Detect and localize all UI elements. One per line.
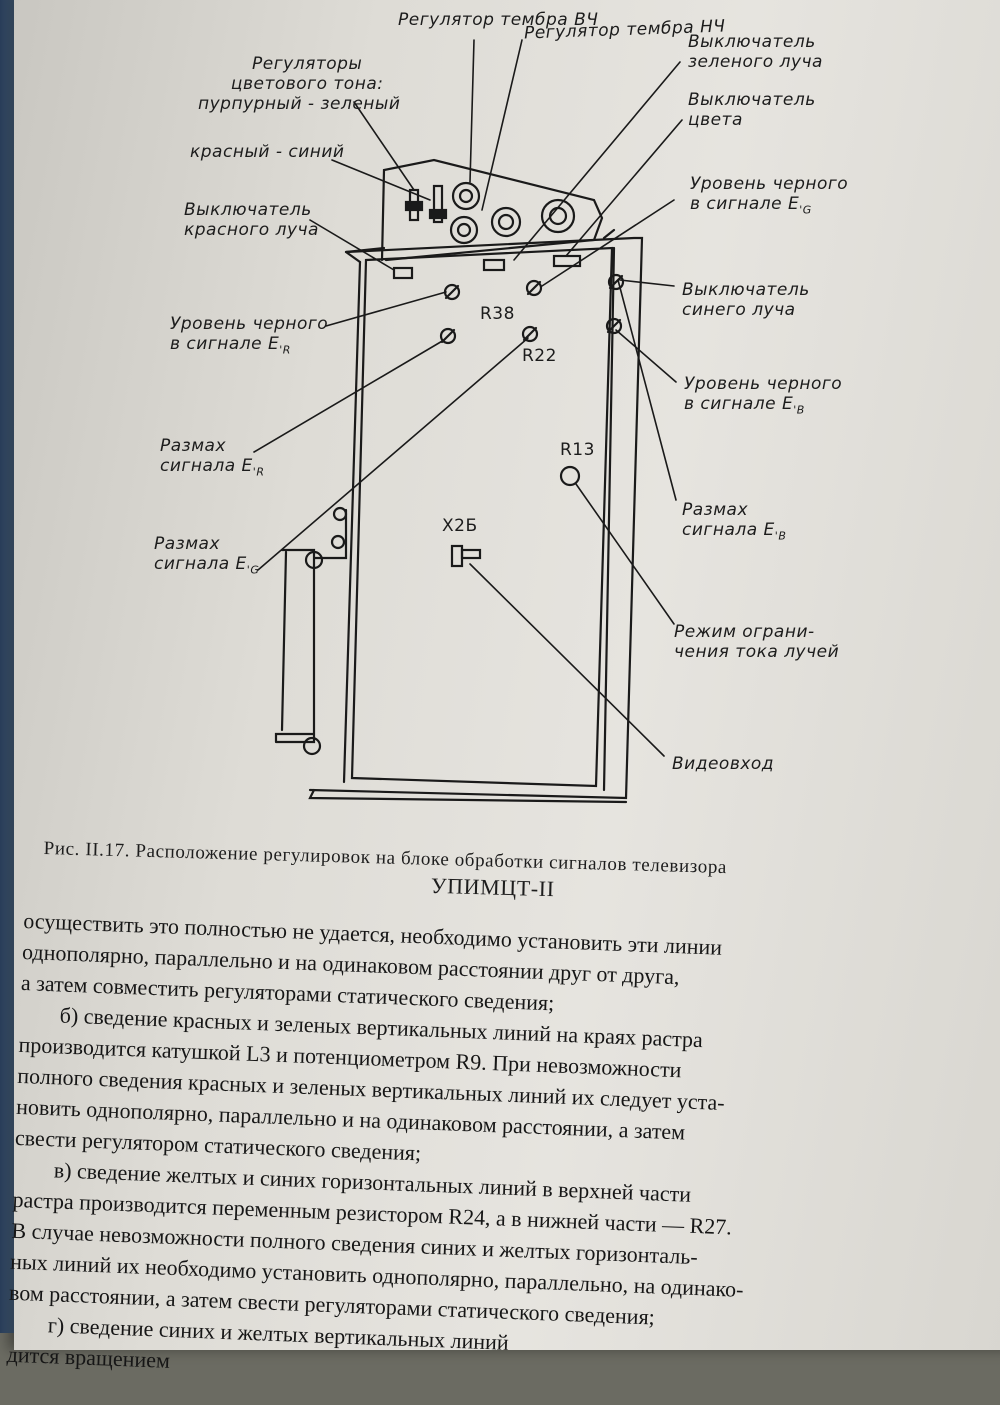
label-swing-r: Размах сигнала E'R — [160, 436, 265, 479]
label-swing-b: Размах сигнала E'B — [682, 500, 787, 543]
label-blue-beam: Выключатель синего луча — [682, 280, 810, 320]
label-red-beam: Выключатель красного луча — [184, 200, 319, 240]
label-current-limit: Режим ограни- чения тока лучей — [674, 622, 840, 662]
label-red-blue: красный - синий — [190, 142, 345, 162]
label-color-switch: Выключатель цвета — [688, 90, 816, 130]
pot-black-b — [605, 317, 623, 335]
label-video-in: Видеовход — [672, 754, 775, 774]
book-page: Регулятор тембра ВЧ Регулятор тембра НЧ … — [6, 0, 1000, 1373]
label-treble: Регулятор тембра ВЧ — [398, 10, 599, 30]
pot-blue-beam — [607, 273, 625, 291]
board-diagram — [253, 39, 683, 804]
label-black-level-b: Уровень черного в сигнале E'B — [684, 374, 843, 417]
pot-swing-r — [439, 327, 457, 345]
green-beam-switch — [482, 258, 506, 272]
slider-red-blue — [432, 184, 444, 224]
treble-knob — [451, 181, 481, 211]
label-green-beam: Выключатель зеленого луча — [688, 32, 823, 72]
connector-x2b — [450, 544, 464, 568]
body-text: осуществить это полностью не удается, не… — [6, 905, 953, 1405]
pot-r13 — [559, 465, 581, 487]
red-beam-switch — [392, 266, 414, 280]
pot-swing-g — [521, 325, 539, 343]
board-outline — [308, 236, 644, 800]
control-panel — [380, 158, 604, 262]
label-color-tone: Регуляторы цветового тона: пурпурный - з… — [198, 54, 401, 114]
pot-green-sw — [525, 279, 543, 297]
label-black-level-g: Уровень черного в сигнале E'G — [690, 174, 849, 217]
label-r38: R38 — [480, 304, 515, 324]
label-x2b: X2Б — [442, 516, 478, 536]
side-connector — [274, 508, 348, 744]
label-swing-g: Размах сигнала E'G — [154, 534, 260, 577]
label-r13: R13 — [560, 440, 595, 460]
label-black-level-r: Уровень черного в сигнале E'R — [170, 314, 329, 357]
knob-4 — [540, 198, 576, 234]
bass-knob — [449, 215, 479, 245]
label-r22: R22 — [522, 346, 557, 366]
knob-3 — [490, 206, 522, 238]
